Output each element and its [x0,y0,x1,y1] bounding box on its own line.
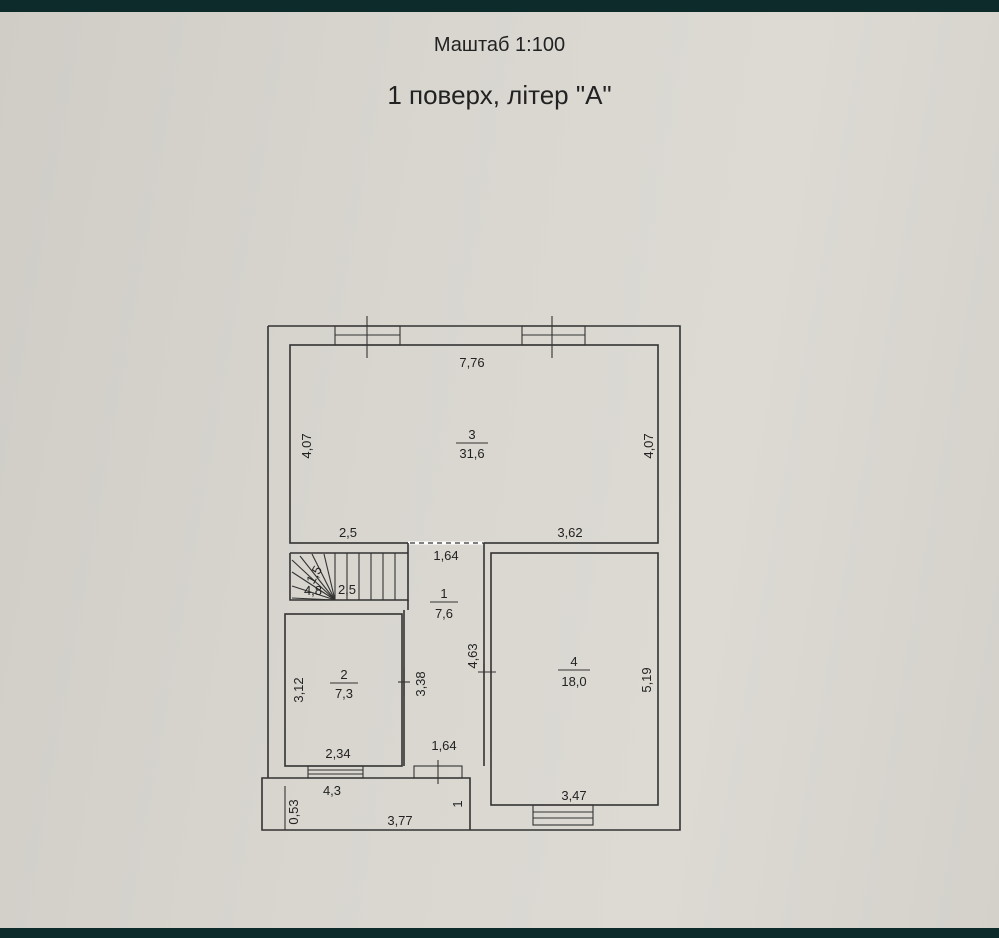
dim-stair-c: 4,8 [304,583,322,598]
dim-room-3-width: 7,76 [459,355,484,370]
room-1-area: 7,6 [435,606,453,621]
dim-room-4-width: 3,47 [561,788,586,803]
dim-hall-top: 1,64 [433,548,458,563]
dim-room-2-right: 3,38 [413,671,428,696]
dim-room-4-height: 5,19 [639,667,654,692]
plan-sheet [0,12,999,928]
room-3-outline [289,344,659,544]
dim-room-2-height: 3,12 [291,677,306,702]
room-4-area: 18,0 [561,674,586,689]
dim-room-3-right-height: 4,07 [641,433,656,458]
room-4-number: 4 [570,654,577,669]
dim-porch-width: 4,3 [323,783,341,798]
dim-hall-bottom: 1,64 [431,738,456,753]
outer-wall [261,325,681,831]
dim-porch-height: 0,53 [286,799,301,824]
stair-steps [291,553,396,601]
room-3-number: 3 [468,427,475,442]
dim-porch-bottom: 3,77 [387,813,412,828]
room-3-area: 31,6 [459,446,484,461]
window-room-4 [532,804,594,826]
dim-room-1-height: 4,63 [465,643,480,668]
scale-label: Маштаб 1:100 [433,34,566,56]
dim-room-3-bottom-left: 2,5 [339,525,357,540]
room-2-area: 7,3 [335,686,353,701]
dim-room-2-width: 2,34 [325,746,350,761]
stair-outline [289,543,409,601]
room-2-number: 2 [340,667,347,682]
floor-title: 1 поверх, літер "А" [387,80,612,110]
window-room-2 [307,765,364,779]
dim-stair-a: 2,5 [338,582,356,597]
dim-room-3-left-height: 4,07 [299,433,314,458]
room-1-number: 1 [440,586,447,601]
dim-room-3-bottom-right: 3,62 [557,525,582,540]
dim-porch-right: 1 [450,800,465,807]
